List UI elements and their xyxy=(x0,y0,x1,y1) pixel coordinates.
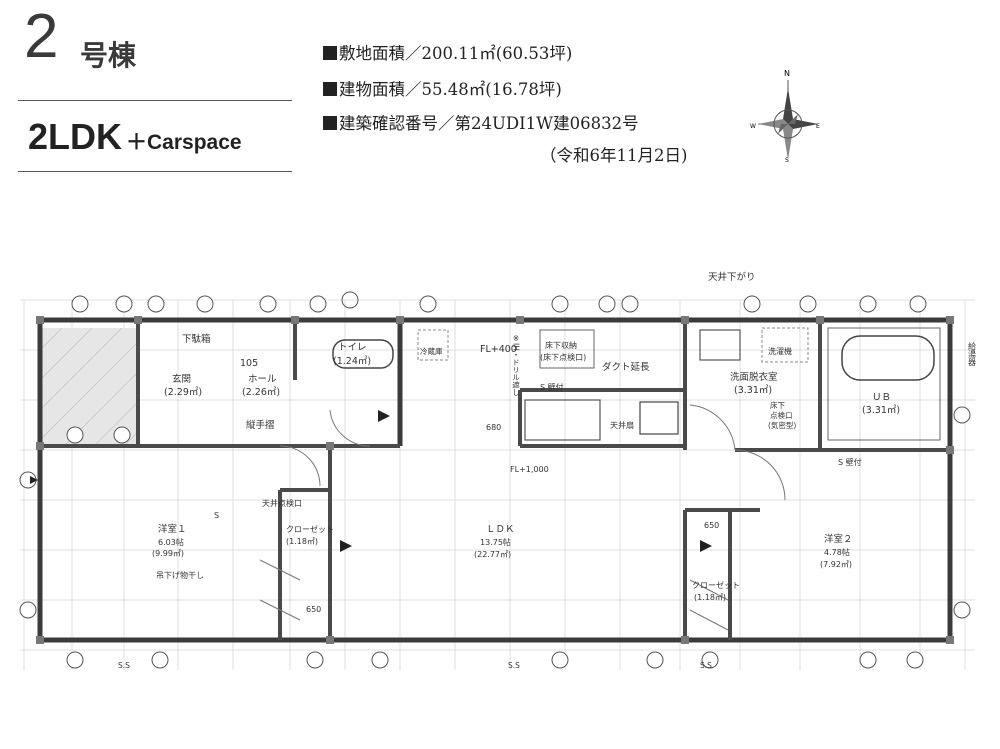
label-ih-sign: ※IH・ドリル遮し xyxy=(511,334,520,396)
divider-bottom xyxy=(18,171,292,172)
outlet-symbols xyxy=(19,295,971,669)
carspace-label: ＋Carspace xyxy=(126,131,242,154)
label-underfloor-sub: (床下点検口) xyxy=(540,352,586,362)
label-underfloor-insp2: 点検口 xyxy=(770,410,793,420)
building-number: 2 xyxy=(24,2,59,71)
label-ub: ＵＢ xyxy=(872,392,891,403)
floor-plan: 天井下がり 下駄箱 玄関 (2.29㎡) 105 ホール (2.26㎡) 縦手摺… xyxy=(19,271,977,670)
label-dim-680: 680 xyxy=(486,423,501,432)
compass-w: W xyxy=(750,123,756,130)
label-room1: 洋室１ xyxy=(158,523,187,535)
label-dim-650b: 650 xyxy=(704,521,719,530)
exterior-walls xyxy=(37,317,953,643)
switch-symbols xyxy=(30,410,712,552)
label-room2-area: (7.92㎡) xyxy=(820,560,852,569)
bullet-square xyxy=(323,82,337,96)
bullet-square xyxy=(323,116,337,130)
label-ss2: S.S xyxy=(508,661,520,670)
label-fl1000: FL+1,000 xyxy=(510,465,549,474)
divider-top xyxy=(18,100,292,101)
label-ceiling-fan: 天井扇 xyxy=(610,420,634,430)
label-room1-area: (9.99㎡) xyxy=(152,549,184,558)
label-s-mark: S xyxy=(214,511,219,520)
compass-e: E xyxy=(816,123,820,130)
label-underfloor-insp: 床下 xyxy=(770,400,785,410)
unit-bath xyxy=(827,327,941,441)
label-dim-650a: 650 xyxy=(306,605,321,614)
building-label: 号棟 xyxy=(80,39,137,72)
bathtub-icon xyxy=(841,335,935,381)
washbasin-icon xyxy=(699,329,741,361)
label-fl400: FL+400 xyxy=(480,344,517,355)
spec-site-area-text: 敷地面積／200.11㎡(60.53坪) xyxy=(339,44,573,63)
label-ldk-jo: 13.75帖 xyxy=(480,537,511,547)
layout-type: 2LDK xyxy=(28,116,123,157)
label-ldk-area: (22.77㎡) xyxy=(474,550,511,559)
underfloor-storage xyxy=(539,329,595,369)
label-closet2: クローゼット xyxy=(692,580,740,590)
label-s-wall: S 壁付 xyxy=(838,457,862,467)
interior-walls xyxy=(40,320,950,640)
bullet-square xyxy=(323,46,337,60)
label-room2: 洋室２ xyxy=(824,533,853,545)
label-underfloor-insp3: (気密型) xyxy=(768,420,796,430)
label-ceiling-down: 天井下がり xyxy=(708,271,756,283)
label-hall-dim: 105 xyxy=(240,358,258,369)
spec-permit: 建築確認番号／第24UDI1W建06832号 xyxy=(323,110,639,134)
spec-site-area: 敷地面積／200.11㎡(60.53坪) xyxy=(323,40,572,64)
header: 2 号棟 2LDK ＋Carspace 敷地面積／200.11㎡(60.53坪)… xyxy=(0,0,1000,190)
label-entrance: 玄関 xyxy=(172,373,191,385)
label-shoe-box: 下駄箱 xyxy=(182,333,211,345)
label-ldk: ＬＤＫ xyxy=(486,524,515,535)
label-drying: 吊下げ物干し xyxy=(156,570,204,580)
spec-permit-text: 建築確認番号／第24UDI1W建06832号 xyxy=(339,114,639,133)
label-washroom-area: (3.31㎡) xyxy=(734,385,772,396)
label-handrail: 縦手摺 xyxy=(246,419,275,431)
stove-icon xyxy=(639,401,679,435)
label-hall-area: (2.26㎡) xyxy=(242,387,280,398)
door-swings xyxy=(259,404,786,631)
label-ss3: S.S xyxy=(700,661,712,670)
label-toilet: トイレ xyxy=(338,342,367,353)
label-closet2-area: (1.18㎡) xyxy=(694,593,726,602)
kitchen-counter xyxy=(524,399,601,441)
label-closet1-area: (1.18㎡) xyxy=(286,537,318,546)
label-room2-jo: 4.78帖 xyxy=(824,547,850,557)
compass-rose-icon: N S W E xyxy=(750,69,820,164)
wall-posts xyxy=(36,316,954,644)
label-sheeting: S 壁付 xyxy=(540,382,564,392)
label-ub-area: (3.31㎡) xyxy=(862,405,900,416)
label-room1-jo: 6.03帖 xyxy=(158,537,184,547)
label-washer: 洗濯機 xyxy=(768,346,792,356)
compass-n: N xyxy=(784,69,790,78)
label-underfloor: 床下収納 xyxy=(545,340,577,350)
spec-floor-area: 建物面積／55.48㎡(16.78坪) xyxy=(323,76,562,100)
label-hall: ホール xyxy=(248,374,277,385)
label-closet1: クローゼット xyxy=(286,524,334,534)
washing-machine-space xyxy=(761,327,809,363)
label-fridge: 冷蔵庫 xyxy=(420,346,443,356)
vent-icon xyxy=(341,291,359,309)
label-entrance-area: (2.29㎡) xyxy=(164,387,202,398)
label-duct: ダクト延長 xyxy=(602,361,650,373)
room-labels: 天井下がり 下駄箱 玄関 (2.29㎡) 105 ホール (2.26㎡) 縦手摺… xyxy=(118,271,900,670)
label-washroom: 洗面脱衣室 xyxy=(730,371,778,383)
porch-area xyxy=(40,328,138,446)
label-toilet-area: (1.24㎡) xyxy=(333,356,371,367)
label-ss1: S.S xyxy=(118,661,130,670)
spec-floor-area-text: 建物面積／55.48㎡(16.78坪) xyxy=(339,80,562,99)
fridge-space xyxy=(417,329,449,361)
compass-s: S xyxy=(785,157,789,164)
plan-grid xyxy=(20,299,975,670)
porch-hatch xyxy=(39,327,139,447)
spec-permit-date: （令和6年11月2日) xyxy=(540,146,688,165)
toilet-fixture xyxy=(332,339,394,369)
label-attic: 天井点検口 xyxy=(262,498,302,508)
label-gas-meter: 給湯器 xyxy=(968,341,977,367)
